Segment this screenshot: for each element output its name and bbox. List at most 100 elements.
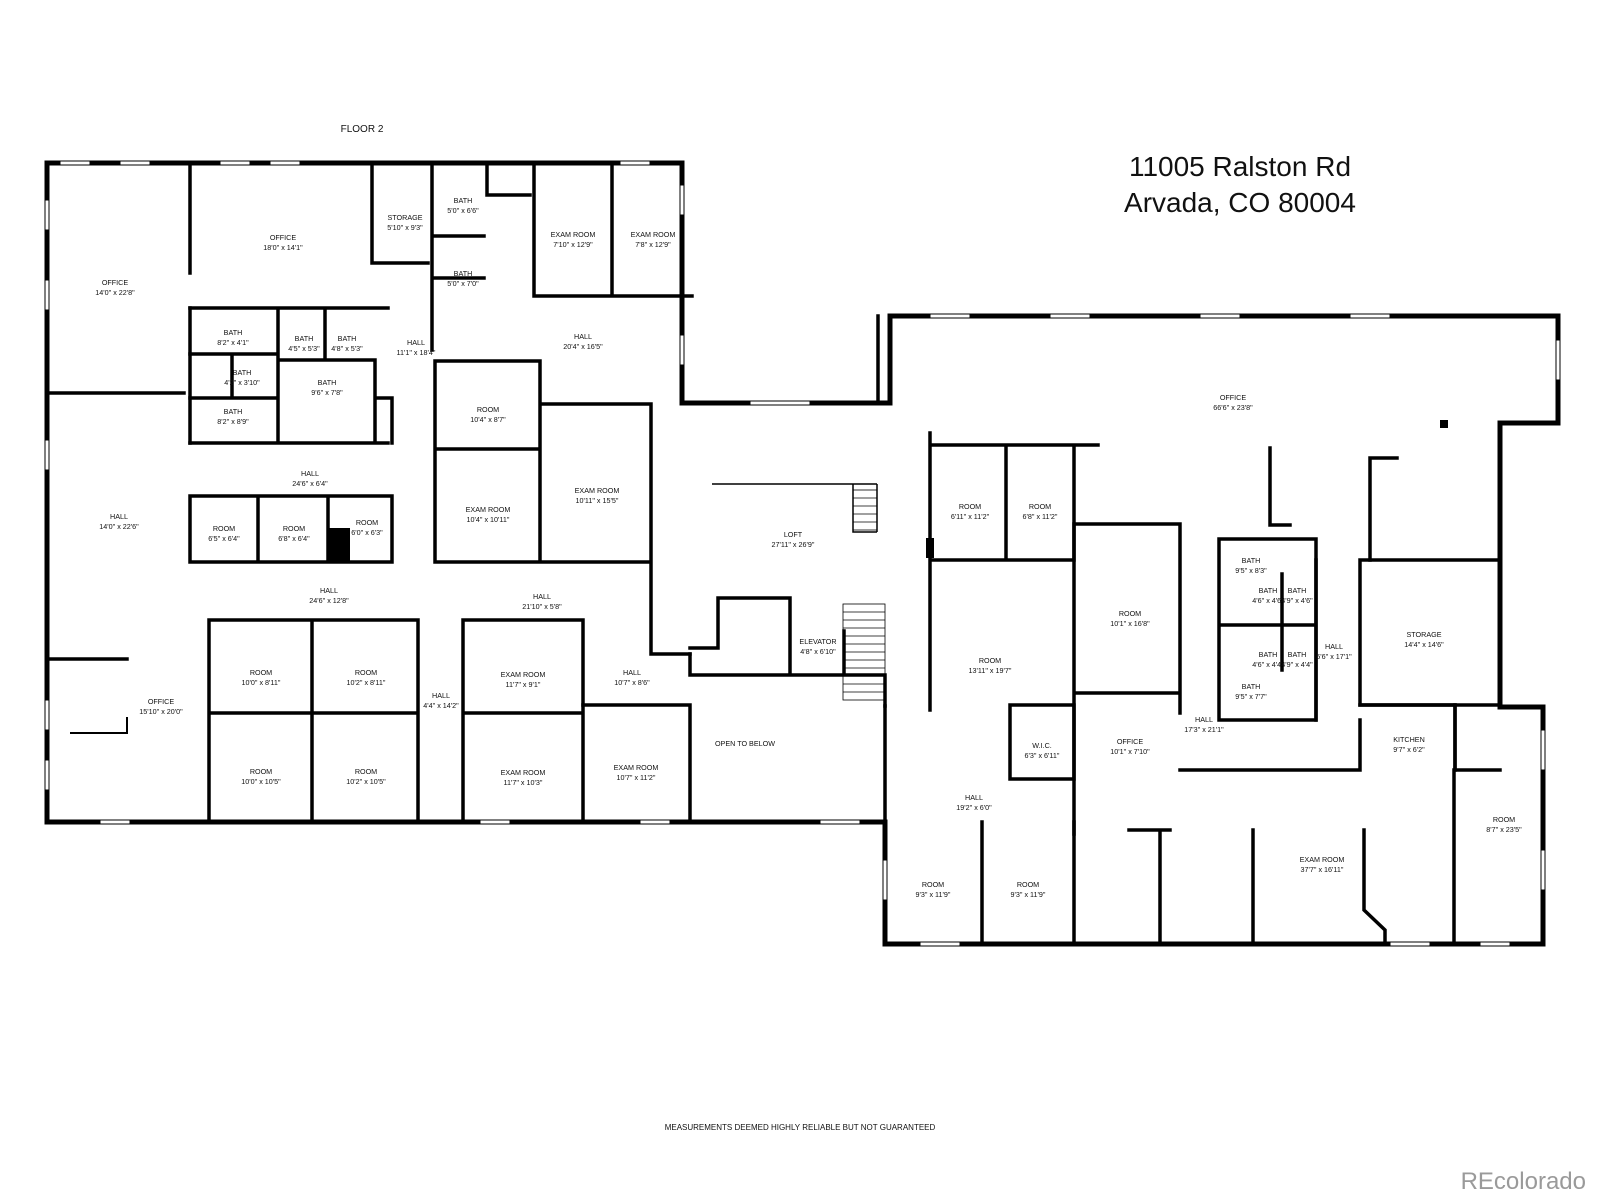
room-dimensions: 4'8" x 5'3" [331, 344, 363, 353]
room-name: ROOM [1119, 609, 1141, 618]
room-dimensions: 14'4" x 14'6" [1404, 640, 1444, 649]
room-dimensions: 10'2" x 8'11" [347, 678, 386, 687]
room-dimensions: 9'7" x 6'2" [1393, 745, 1425, 754]
room-name: BATH [454, 269, 473, 278]
room-dimensions: 14'0" x 22'6" [99, 522, 139, 531]
room-dimensions: 8'2" x 4'1" [217, 338, 249, 347]
room-name: ROOM [250, 668, 272, 677]
room-dimensions: 20'4" x 16'5" [563, 342, 603, 351]
room-dimensions: 4'5" x 5'3" [288, 344, 320, 353]
room-dimensions: 4'4" x 14'2" [423, 701, 459, 710]
room-dimensions: 4'8" x 6'10" [800, 647, 836, 656]
room-name: ROOM [1029, 502, 1051, 511]
room-name: HALL [432, 691, 450, 700]
room-name: BATH [1259, 650, 1278, 659]
room-dimensions: 5'0" x 7'0" [447, 279, 479, 288]
room-dimensions: 4'6" x 4'4" [1252, 660, 1284, 669]
room-dimensions: 6'8" x 11'2" [1023, 512, 1058, 521]
room-name: BATH [1259, 586, 1278, 595]
room-dimensions: 5'10" x 9'3" [387, 223, 423, 232]
room-name: BATH [224, 328, 243, 337]
room-name: OFFICE [148, 697, 175, 706]
room-name: EXAM ROOM [501, 670, 546, 679]
room-dimensions: 4'6" x 4'6" [1252, 596, 1284, 605]
room-dimensions: 5'0" x 6'6" [447, 206, 479, 215]
room-dimensions: 7'10" x 12'9" [553, 240, 593, 249]
room-dimensions: 24'6" x 12'8" [309, 596, 349, 605]
room-name: ROOM [355, 767, 377, 776]
staircase [842, 489, 886, 701]
room-dimensions: 19'2" x 6'0" [956, 803, 992, 812]
room-name: HALL [623, 668, 641, 677]
room-dimensions: 11'7" x 9'1" [506, 680, 541, 689]
room-name: ROOM [283, 524, 305, 533]
room-name: HALL [320, 586, 338, 595]
disclaimer: MEASUREMENTS DEEMED HIGHLY RELIABLE BUT … [664, 1123, 936, 1132]
room-name: BATH [454, 196, 473, 205]
room-name: HALL [1325, 642, 1343, 651]
room-name: BATH [224, 407, 243, 416]
room-name: BATH [1288, 586, 1307, 595]
room-name: HALL [533, 592, 551, 601]
room-name: EXAM ROOM [631, 230, 676, 239]
room-dimensions: 27'11" x 26'9" [772, 540, 815, 549]
room-dimensions: 9'5" x 8'3" [1235, 566, 1267, 575]
room-dimensions: 13'11" x 19'7" [969, 666, 1012, 675]
room-name: EXAM ROOM [575, 486, 620, 495]
room-name: OFFICE [102, 278, 129, 287]
room-name: ROOM [356, 518, 378, 527]
column-block [926, 538, 934, 558]
room-dimensions: 9'6" x 7'8" [311, 388, 343, 397]
room-dimensions: 10'0" x 10'5" [241, 777, 281, 786]
room-name: OFFICE [1117, 737, 1144, 746]
loft-railing [712, 483, 878, 533]
room-dimensions: 10'7" x 8'6" [614, 678, 650, 687]
room-name: EXAM ROOM [501, 768, 546, 777]
room-dimensions: 66'6" x 23'8" [1213, 403, 1253, 412]
room-name: LOFT [784, 530, 803, 539]
room-dimensions: 10'4" x 10'11" [467, 515, 510, 524]
room-dimensions: 10'7" x 11'2" [617, 773, 656, 782]
room-dimensions: 10'1" x 7'10" [1110, 747, 1150, 756]
room-dimensions: 4'9" x 4'4" [1281, 660, 1313, 669]
room-dimensions: 11'7" x 10'3" [504, 778, 543, 787]
room-dimensions: 6'5" x 6'4" [208, 534, 240, 543]
room-name: EXAM ROOM [466, 505, 511, 514]
room-dimensions: 10'1" x 16'8" [1110, 619, 1150, 628]
room-dimensions: 6'0" x 6'3" [351, 528, 383, 537]
address-line-2: Arvada, CO 80004 [1124, 187, 1356, 218]
room-name: HALL [110, 512, 128, 521]
room-name: ELEVATOR [799, 637, 836, 646]
room-name: HALL [1195, 715, 1213, 724]
room-name: EXAM ROOM [551, 230, 596, 239]
room-dimensions: 8'7" x 23'5" [1486, 825, 1522, 834]
window-marks [44, 160, 1561, 947]
room-dimensions: 6'3" x 6'11" [1025, 751, 1060, 760]
room-name: HALL [965, 793, 983, 802]
room-dimensions: 37'7" x 16'11" [1301, 865, 1344, 874]
room-dimensions: 9'5" x 7'7" [1235, 692, 1267, 701]
room-dimensions: 8'2" x 8'9" [217, 417, 249, 426]
fixtures [70, 420, 1448, 734]
room-dimensions: 11'1" x 18'4" [397, 348, 436, 357]
room-dimensions: 7'8" x 12'9" [635, 240, 671, 249]
room-name: W.I.C. [1032, 741, 1052, 750]
column-block [328, 528, 350, 562]
room-name: HALL [574, 332, 592, 341]
room-name: EXAM ROOM [1300, 855, 1345, 864]
room-name: ROOM [213, 524, 235, 533]
walls [44, 160, 1561, 947]
room-dimensions: 17'3" x 21'1" [1184, 725, 1224, 734]
room-dimensions: 15'10" x 20'0" [139, 707, 183, 716]
room-name: BATH [1242, 682, 1261, 691]
room-dimensions: 4'9" x 4'6" [1281, 596, 1313, 605]
room-name: ROOM [979, 656, 1001, 665]
room-name: OFFICE [270, 233, 297, 242]
room-dimensions: 5'6" x 17'1" [1316, 652, 1352, 661]
room-name: OPEN TO BELOW [715, 739, 775, 748]
room-dimensions: 10'0" x 8'11" [242, 678, 281, 687]
room-name: ROOM [959, 502, 981, 511]
room-name: EXAM ROOM [614, 763, 659, 772]
room-dimensions: 10'4" x 8'7" [470, 415, 506, 424]
